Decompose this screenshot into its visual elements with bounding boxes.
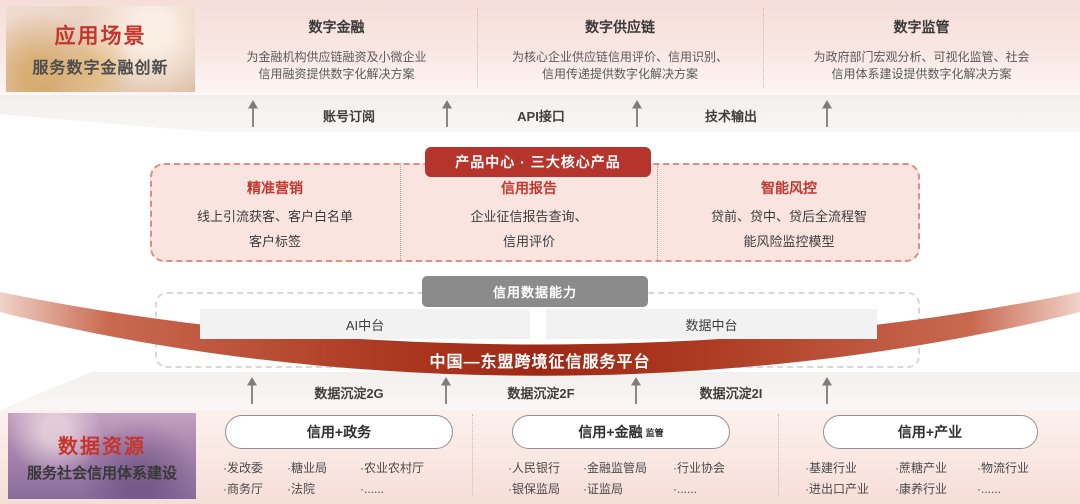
scenario-digital-finance: 数字金融 为金融机构供应链融资及小微企业 信用融资提供数字化解决方案 (196, 0, 477, 95)
product-line: 贷前、贷中、贷后全流程智 (710, 209, 867, 224)
scenario-title: 数字供应链 (585, 19, 655, 35)
bottom-flow-label-2f: 数据沉淀2F (507, 386, 575, 401)
up-arrow-icon (631, 377, 641, 404)
up-arrow-icon (442, 100, 452, 127)
ai-middle-platform-bar: AI中台 (200, 309, 530, 339)
list-item: ·进出口产业 (805, 482, 869, 496)
data-resources-photo: 数据资源 服务社会信用体系建设 (8, 413, 196, 499)
list-item: ·康养行业 (895, 482, 947, 496)
up-arrow-icon (822, 100, 832, 127)
top-flow-label-api: API接口 (517, 109, 565, 124)
list-item: ·法院 (287, 482, 315, 496)
credit-finance-pill: 信用+金融 监管 (512, 415, 730, 449)
scenario-title: 数字监管 (893, 19, 950, 35)
list-item: ·银保监局 (508, 482, 560, 496)
data-middle-platform-bar: 数据中台 (546, 309, 877, 339)
data-resources-title: 数据资源 (58, 435, 146, 458)
product-credit-report: 信用报告 企业征信报告查询、 信用评价 (400, 163, 658, 262)
product-title: 精准营销 (247, 180, 303, 196)
product-line: 企业征信报告查询、 (470, 209, 588, 224)
group-credit-industry: 信用+产业 ·基建行业 ·蔗糖产业 ·物流行业 ·进出口产业 ·康养行业 ·..… (795, 415, 1065, 500)
scenario-desc-line: 为核心企业供应链信用评价、信用识别、 (511, 50, 728, 64)
product-smart-risk-control: 智能风控 贷前、贷中、贷后全流程智 能风险监控模型 (658, 163, 920, 262)
application-scenarios-photo: 应用场景 服务数字金融创新 (6, 6, 195, 92)
bottom-flow-label-2g: 数据沉淀2G (314, 386, 384, 401)
scenario-desc-line: 信用体系建设提供数字化解决方案 (831, 67, 1012, 81)
application-scenarios-title: 应用场景 (54, 25, 147, 48)
scenario-desc-line: 为金融机构供应链融资及小微企业 (246, 50, 427, 64)
capability-banner: 信用数据能力 (422, 276, 648, 307)
pill-label: 信用+政务 (306, 424, 372, 440)
top-flow-band (0, 95, 1080, 132)
top-column-divider-2 (763, 8, 764, 88)
group-credit-finance: 信用+金融 监管 ·人民银行 ·金融监管局 ·行业协会 ·银保监局 ·证监局 ·… (490, 415, 752, 500)
credit-industry-pill: 信用+产业 (822, 415, 1038, 449)
product-center-banner: 产品中心 · 三大核心产品 (425, 147, 651, 177)
top-flow-label-account-subscription: 账号订阅 (322, 109, 375, 124)
list-item: ·金融监管局 (583, 461, 647, 475)
application-scenarios-subtitle: 服务数字金融创新 (32, 60, 169, 77)
product-title: 智能风控 (761, 180, 817, 196)
list-item: ·...... (360, 482, 384, 496)
product-title: 信用报告 (501, 180, 557, 196)
platform-ribbon-title: 中国—东盟跨境征信服务平台 (429, 354, 651, 371)
bottom-flow-label-2i: 数据沉淀2I (699, 386, 763, 401)
credit-government-pill: 信用+政务 (225, 415, 453, 449)
list-item: ·人民银行 (508, 461, 560, 475)
top-column-divider-1 (477, 8, 478, 88)
list-item: ·蔗糖产业 (895, 461, 947, 475)
scenario-desc-line: 信用融资提供数字化解决方案 (258, 67, 415, 81)
list-item: ·基建行业 (805, 461, 857, 475)
product-precision-marketing: 精准营销 线上引流获客、客户白名单 客户标签 (150, 163, 400, 262)
scenario-digital-supply-chain: 数字供应链 为核心企业供应链信用评价、信用识别、 信用传递提供数字化解决方案 (477, 0, 763, 95)
credit-government-items: ·发改委 ·糖业局 ·农业农村厅 ·商务厅 ·法院 ·...... (210, 458, 468, 500)
up-arrow-icon (248, 100, 258, 127)
list-item: ·糖业局 (287, 461, 327, 475)
product-line: 能风险监控模型 (743, 234, 835, 249)
list-item: ·物流行业 (977, 461, 1029, 475)
list-item: ·行业协会 (673, 461, 725, 475)
top-flow-label-tech-output: 技术输出 (704, 109, 757, 124)
bottom-flow-band (0, 372, 1080, 410)
list-item: ·...... (977, 482, 1001, 496)
scenario-desc-line: 信用传递提供数字化解决方案 (541, 67, 698, 81)
list-item: ·商务厅 (223, 482, 263, 496)
credit-industry-items: ·基建行业 ·蔗糖产业 ·物流行业 ·进出口产业 ·康养行业 ·...... (795, 458, 1065, 500)
product-line: 客户标签 (248, 234, 301, 249)
pill-label: 信用+产业 (897, 424, 963, 440)
scenario-title: 数字金融 (308, 19, 365, 35)
up-arrow-icon (441, 377, 451, 404)
list-item: ·...... (673, 482, 697, 496)
up-arrow-icon (247, 377, 257, 404)
scenario-desc-line: 为政府部门宏观分析、可视化监管、社会 (813, 50, 1030, 64)
group-credit-government: 信用+政务 ·发改委 ·糖业局 ·农业农村厅 ·商务厅 ·法院 ·...... (210, 415, 468, 500)
up-arrow-icon (632, 100, 642, 127)
list-item: ·证监局 (583, 482, 623, 496)
pill-label-small: 监管 (645, 427, 664, 438)
bottom-column-divider-1 (472, 414, 473, 496)
scenario-digital-regulation: 数字监管 为政府部门宏观分析、可视化监管、社会 信用体系建设提供数字化解决方案 (763, 0, 1080, 95)
product-line: 信用评价 (502, 234, 555, 249)
list-item: ·农业农村厅 (360, 461, 424, 475)
data-resources-subtitle: 服务社会信用体系建设 (26, 464, 177, 482)
list-item: ·发改委 (223, 461, 263, 475)
up-arrow-icon (822, 377, 832, 404)
bottom-column-divider-2 (778, 414, 779, 496)
product-line: 线上引流获客、客户白名单 (196, 209, 353, 224)
pill-label: 信用+金融 (578, 424, 643, 440)
credit-finance-items: ·人民银行 ·金融监管局 ·行业协会 ·银保监局 ·证监局 ·...... (490, 458, 752, 500)
